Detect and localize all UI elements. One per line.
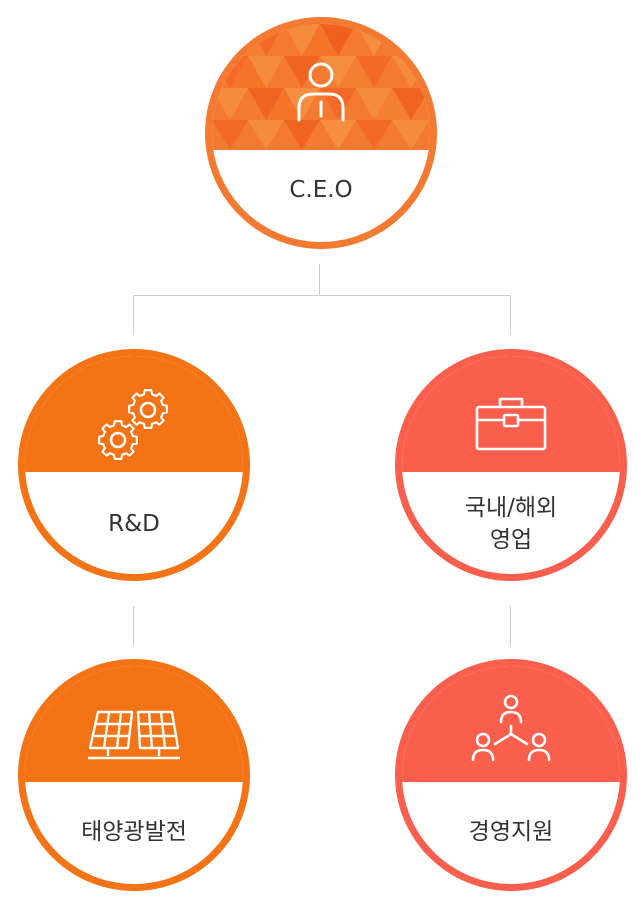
connector-ceo-down: [319, 264, 320, 295]
connector-rnd-solar: [133, 606, 134, 646]
solar-panel-icon: [88, 710, 180, 760]
connector-horizontal: [133, 295, 511, 296]
rnd-label: R&D: [108, 511, 160, 537]
connector-to-sales: [510, 295, 511, 335]
management-label: 경영지원: [468, 819, 554, 845]
solar-node: 태양광발전: [18, 659, 250, 891]
solar-label: 태양광발전: [81, 819, 187, 845]
ceo-node: C.E.O: [205, 17, 437, 249]
connector-to-rnd: [133, 295, 134, 335]
person-icon: [297, 62, 345, 122]
management-node: 경영지원: [395, 659, 627, 891]
team-network-icon: [471, 694, 551, 762]
sales-label-line1: 국내/해외: [464, 495, 558, 521]
rnd-node: R&D: [18, 349, 250, 581]
sales-node: 국내/해외 영업: [395, 349, 627, 581]
briefcase-icon: [475, 397, 547, 451]
ceo-pattern: [212, 24, 430, 150]
sales-label-line2: 영업: [489, 527, 533, 553]
connector-sales-management: [510, 606, 511, 646]
gears-icon: [98, 389, 168, 461]
ceo-label: C.E.O: [289, 177, 353, 203]
